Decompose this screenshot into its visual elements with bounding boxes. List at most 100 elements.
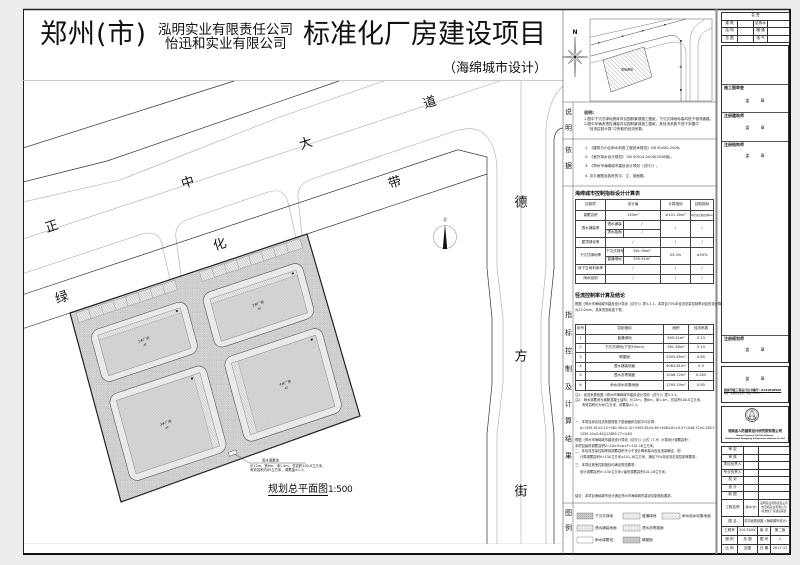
table-cell: 0.85: [688, 380, 714, 391]
table-cell: /: [605, 264, 661, 275]
building-block: 3#厂房 4F: [109, 365, 227, 481]
certificate-box: 盖 章 国家甲级工程设计证书编号: A141018560 地址：郑州市金水区… …: [721, 366, 789, 403]
table-cell: 4: [575, 361, 586, 373]
info-value: 2017XXX: [737, 526, 758, 536]
table-row: 2 下沉式绿地(下凹50mm) 561.58m² 0.15: [575, 342, 714, 354]
company-name-cn: 河南省人防建筑设计研究院有限公司: [727, 428, 783, 433]
calculation-line: 本项目最低调蓄容积V=10×H×ψ×F=101.16立方米。: [575, 443, 657, 448]
calculation-line: 设计调蓄容积V=150立方米>最低调蓄容积101.16立方米。: [580, 470, 669, 474]
project-name-row: 工程名称 郑州(市) 泓明实业有限责任公司 怡迅和实业有限公司 标准化厂房建设项…: [721, 498, 790, 517]
legend-label: 雨水用水收集地面: [682, 514, 711, 518]
role-label: 项目负责人: [721, 461, 744, 470]
role-label: 专业负责人: [721, 468, 744, 477]
info-value: 2017.12: [770, 544, 790, 554]
countersign-cell: [737, 34, 754, 43]
table-header-cell: 计算指标: [660, 199, 691, 211]
road-name-north-char: 大: [297, 135, 314, 153]
tank-callout: 雨水调蓄池 长12m、宽6m、深1.4m，总容积100.8立方米， 有效容积约8…: [250, 458, 326, 473]
legend-label: 硬屋面: [642, 538, 653, 542]
legend-swatch-hard-roof: [622, 536, 641, 544]
project-name-line: 泓明实业有限责任公司: [760, 501, 788, 506]
table-2-title: 径流控制率计算及结论: [575, 292, 626, 299]
drawing-info-table: 工程号 2017XXX 版 次 第二版 图 别 总 图 图 号 1 比 例 见图…: [721, 526, 790, 554]
location-map-site-label: 项目用地: [621, 67, 633, 72]
table-cell: /: [605, 237, 661, 248]
info-value: 见图: [737, 544, 758, 554]
legend-swatch-sunken-green: [576, 512, 594, 520]
compass-star-icon: N: [561, 29, 589, 78]
table-cell: 年径流总量控制率≥75%: [690, 210, 714, 221]
green-belt-name-char: 绿: [53, 289, 70, 307]
table-cell: /: [660, 264, 691, 275]
table-row: 屋顶绿化率 / / /: [575, 237, 714, 248]
calculation-line: 根据《郑州市海绵城市建设设计导则（试行）》公式（7-9）计算设计调蓄容积：: [575, 438, 691, 442]
drawing-caption: 规划总平面图1:500: [268, 484, 353, 496]
section-label-indicators: 指: [565, 310, 572, 319]
drawing-name-row: 图 名 总平面规划图（海绵城市设计）: [721, 516, 790, 527]
basis-item: 1. 《建筑与小区雨水利用工程技术规范》GB 50400-2006。: [585, 146, 683, 150]
table-cell: /: [690, 264, 714, 275]
north-arrow-label: 北: [443, 216, 447, 222]
countersign-cell: 建 筑: [721, 19, 738, 28]
road-names: 正 中 大 道 绿 化 带 德 方 街: [43, 94, 527, 500]
countersign-cell: [766, 34, 791, 43]
drawing-caption-title: 规划总平面图: [268, 484, 328, 496]
signature-row: 审 核: [721, 453, 790, 462]
table-header-cell: 控制指标: [690, 199, 714, 211]
legend-swatch-collection-ground: [661, 512, 681, 520]
curb-segment-west: [23, 232, 171, 280]
legend-label: 雨水调蓄池: [595, 538, 613, 542]
table-row: 5 透水沥青路面 1046.72m² 0.285: [575, 371, 714, 382]
calculation-line: 计算调蓄容积V=150立方米≥101.16立方米，满足75%年径流总量控制率要求…: [580, 455, 699, 459]
location-map: 项目用地 N: [561, 18, 713, 102]
table-header-cell: 径流系数: [688, 324, 714, 335]
table-cell: 下沉式绿地: [605, 247, 624, 257]
curb-segment-middle: [175, 190, 297, 277]
signature-row: 制 图: [721, 491, 790, 500]
drawing-name-label: 图 名: [721, 516, 744, 527]
green-belt-north-line: [23, 149, 493, 544]
basis-item: 2. 《室外排水设计规范》 GB 50014-2006(2016版)。: [585, 155, 675, 159]
table-cell: 0.5: [688, 361, 714, 373]
drawing-info-row: 比 例 见图 日 期 2017.12: [721, 544, 790, 554]
table-cell: 透水铺装率: [575, 220, 606, 238]
frame: [23, 8, 791, 555]
table-cell: 屋顶绿化率: [575, 237, 606, 248]
countersign-cell: 给排水: [753, 19, 768, 28]
road-curb-line: [23, 80, 385, 203]
countersign-row: 建 筑 给排水: [721, 19, 791, 28]
basis-item: 4. 总平面图及各栋的平、立、剖面图。: [585, 174, 648, 178]
section-label-basis: 据: [565, 161, 572, 170]
stamp-seal: 盖 章: [745, 347, 765, 352]
section-label-basis: 依: [565, 145, 572, 154]
signature-row: 审 定: [721, 446, 790, 455]
road-name-east-char: 街: [514, 485, 527, 500]
description-heading: 说明:: [584, 109, 595, 115]
green-belt-name-char: 带: [386, 174, 403, 192]
table-row: 地下空间利用率 / / /: [575, 264, 714, 275]
role-label: 制 图: [721, 491, 744, 500]
section-label-indicators: 及: [565, 382, 572, 391]
table-cell: 2: [575, 342, 586, 354]
road-edge-line: [23, 80, 235, 149]
countersign-cell: 暖 通: [753, 27, 768, 36]
stamp-box: 施工图审查 盖 章 注册建筑师 盖 章 注册结构师 盖 章 注册规划师 盖 章: [721, 45, 789, 363]
building-info: 4F: [284, 385, 289, 390]
table-cell: 0.15: [688, 342, 714, 354]
certificate-number: 国家甲级工程设计证书编号: A141018560: [724, 387, 782, 392]
table-cell: /: [690, 273, 714, 284]
description-line: 2.图中车辆渗透性铺装详见园林景观施工图纸，其径流系数不低于本图中: [584, 122, 699, 126]
signature-table: 审 定 审 核 项目负责人 专业负责人 校 对 设 计 制 图 工程名称 郑州(…: [721, 446, 790, 527]
road-name-east-char: 德: [514, 196, 527, 211]
legend-label: 下沉式绿地: [595, 514, 613, 518]
countersign-row: 总 图 电 气: [721, 34, 791, 43]
company-box: 河南省人防建筑设计研究院有限公司 Henan Province Civil Ai…: [721, 406, 789, 443]
conclusion: 结论：本项目海绵城市设计满足郑州市海绵城市建设控制指标要求。: [575, 494, 674, 498]
info-label: 工程号: [721, 526, 738, 536]
countersign-cell: [737, 27, 754, 36]
stamp-divider: [722, 141, 788, 142]
section-label-description: 明: [565, 123, 572, 132]
building-name: 4#厂房: [279, 378, 292, 387]
drawing-info-row: 工程号 2017XXX 版 次 第二版: [721, 526, 790, 536]
table-row: 调蓄容积 150m³ ≥101.16m³ 年径流总量控制率≥75%: [575, 210, 714, 221]
